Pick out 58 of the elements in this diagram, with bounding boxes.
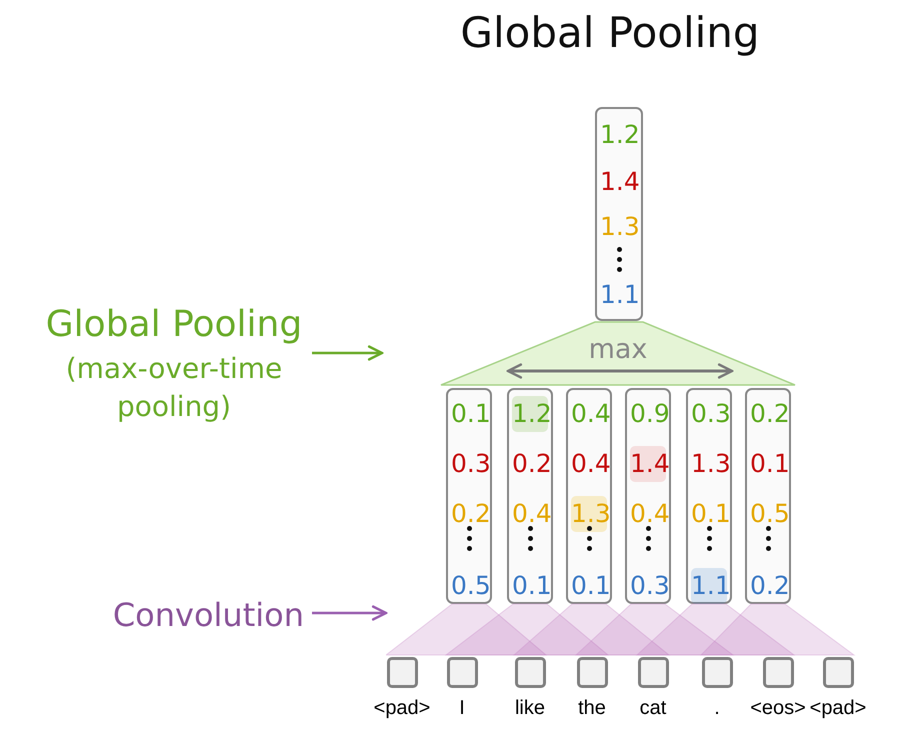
token-box: [447, 657, 478, 688]
vector-value: 0.1: [571, 570, 607, 602]
token-box: [702, 657, 733, 688]
operation-label: max: [588, 335, 648, 365]
vector-value: 1.2: [512, 396, 548, 432]
vector-value: 0.1: [451, 398, 487, 430]
vector-value: 1.1: [691, 568, 727, 604]
vector-value: 1.3: [571, 496, 607, 532]
token-box: [515, 657, 546, 688]
token-word: cat: [640, 697, 666, 720]
feature-vector: [566, 388, 612, 604]
vector-value: 0.1: [750, 448, 786, 480]
token-box: [823, 657, 854, 688]
vector-value: 0.1: [512, 570, 548, 602]
token-box: [387, 657, 418, 688]
vector-value: 0.9: [630, 398, 666, 430]
feature-vector: [507, 388, 553, 604]
vector-value: 0.1: [691, 498, 727, 530]
token-word: <eos>: [750, 697, 806, 720]
vector-value: 0.2: [750, 570, 786, 602]
vector-value: 1.3: [600, 211, 638, 243]
vector-value: 0.2: [451, 498, 487, 530]
layer-note: (max-over-time pooling): [64, 351, 284, 425]
vector-value: 0.3: [691, 398, 727, 430]
feature-vector: [745, 388, 791, 604]
diagram-title: Global Pooling: [459, 8, 761, 57]
token-word: the: [578, 697, 606, 720]
vector-value: 0.4: [630, 498, 666, 530]
layer-name: Global Pooling: [44, 303, 304, 347]
vector-value: 0.4: [571, 398, 607, 430]
feature-vector: [625, 388, 671, 604]
vector-value: 0.5: [451, 570, 487, 602]
token-word: like: [515, 697, 545, 720]
token-word: I: [459, 697, 465, 720]
token-word: <pad>: [374, 697, 430, 720]
vector-value: 1.4: [630, 446, 666, 482]
vector-value: 1.4: [600, 166, 638, 198]
vector-value: 1.3: [691, 448, 727, 480]
token-word: <pad>: [810, 697, 866, 720]
token-box: [638, 657, 669, 688]
arrow: [312, 605, 388, 621]
vector-value: 0.4: [512, 498, 548, 530]
pooled-vector: [595, 107, 643, 321]
token-box: [763, 657, 794, 688]
vector-value: 0.4: [571, 448, 607, 480]
token-box: [577, 657, 608, 688]
vector-value: 1.1: [600, 279, 638, 311]
token-word: .: [714, 697, 720, 720]
vector-value: 0.2: [512, 448, 548, 480]
vector-value: 0.2: [750, 398, 786, 430]
vector-value: 0.3: [630, 570, 666, 602]
vector-value: 1.2: [600, 119, 638, 151]
feature-vector: [446, 388, 492, 604]
vector-value: 0.5: [750, 498, 786, 530]
layer-name: Convolution: [112, 595, 304, 635]
vector-value: 0.3: [451, 448, 487, 480]
feature-vector: [686, 388, 732, 604]
arrow: [312, 345, 384, 361]
